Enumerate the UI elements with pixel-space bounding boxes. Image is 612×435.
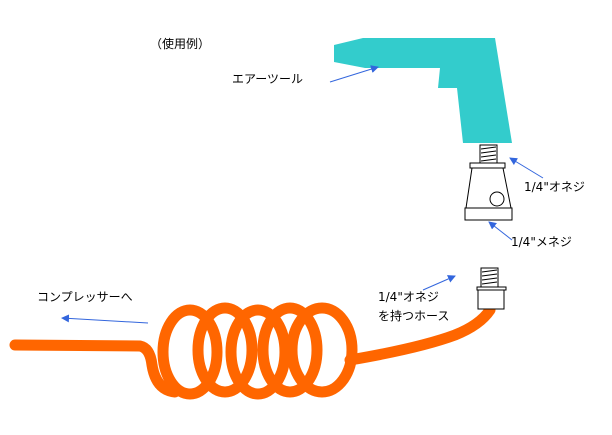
tool-fitting: [464, 144, 513, 221]
label-male-thread: 1/4"オネジ: [524, 180, 585, 194]
hose-fitting: [476, 267, 507, 310]
label-air-tool: エアーツール: [232, 72, 304, 86]
label-female-thread: 1/4"メネジ: [511, 235, 572, 249]
arrow-compressor: [61, 314, 149, 324]
arrow-air-tool: [329, 65, 379, 83]
label-hose-line2: を持つホース: [378, 309, 450, 323]
label-hose-line1: 1/4"オネジ: [378, 290, 439, 304]
air-tool: [334, 38, 512, 143]
arrow-male-thread: [509, 157, 544, 179]
example-title: （使用例）: [150, 37, 211, 51]
arrows: [61, 65, 544, 324]
label-compressor: コンプレッサーへ: [37, 290, 133, 304]
arrow-hose: [422, 275, 456, 291]
hose: [9, 302, 496, 400]
arrow-female-thread: [488, 221, 513, 241]
